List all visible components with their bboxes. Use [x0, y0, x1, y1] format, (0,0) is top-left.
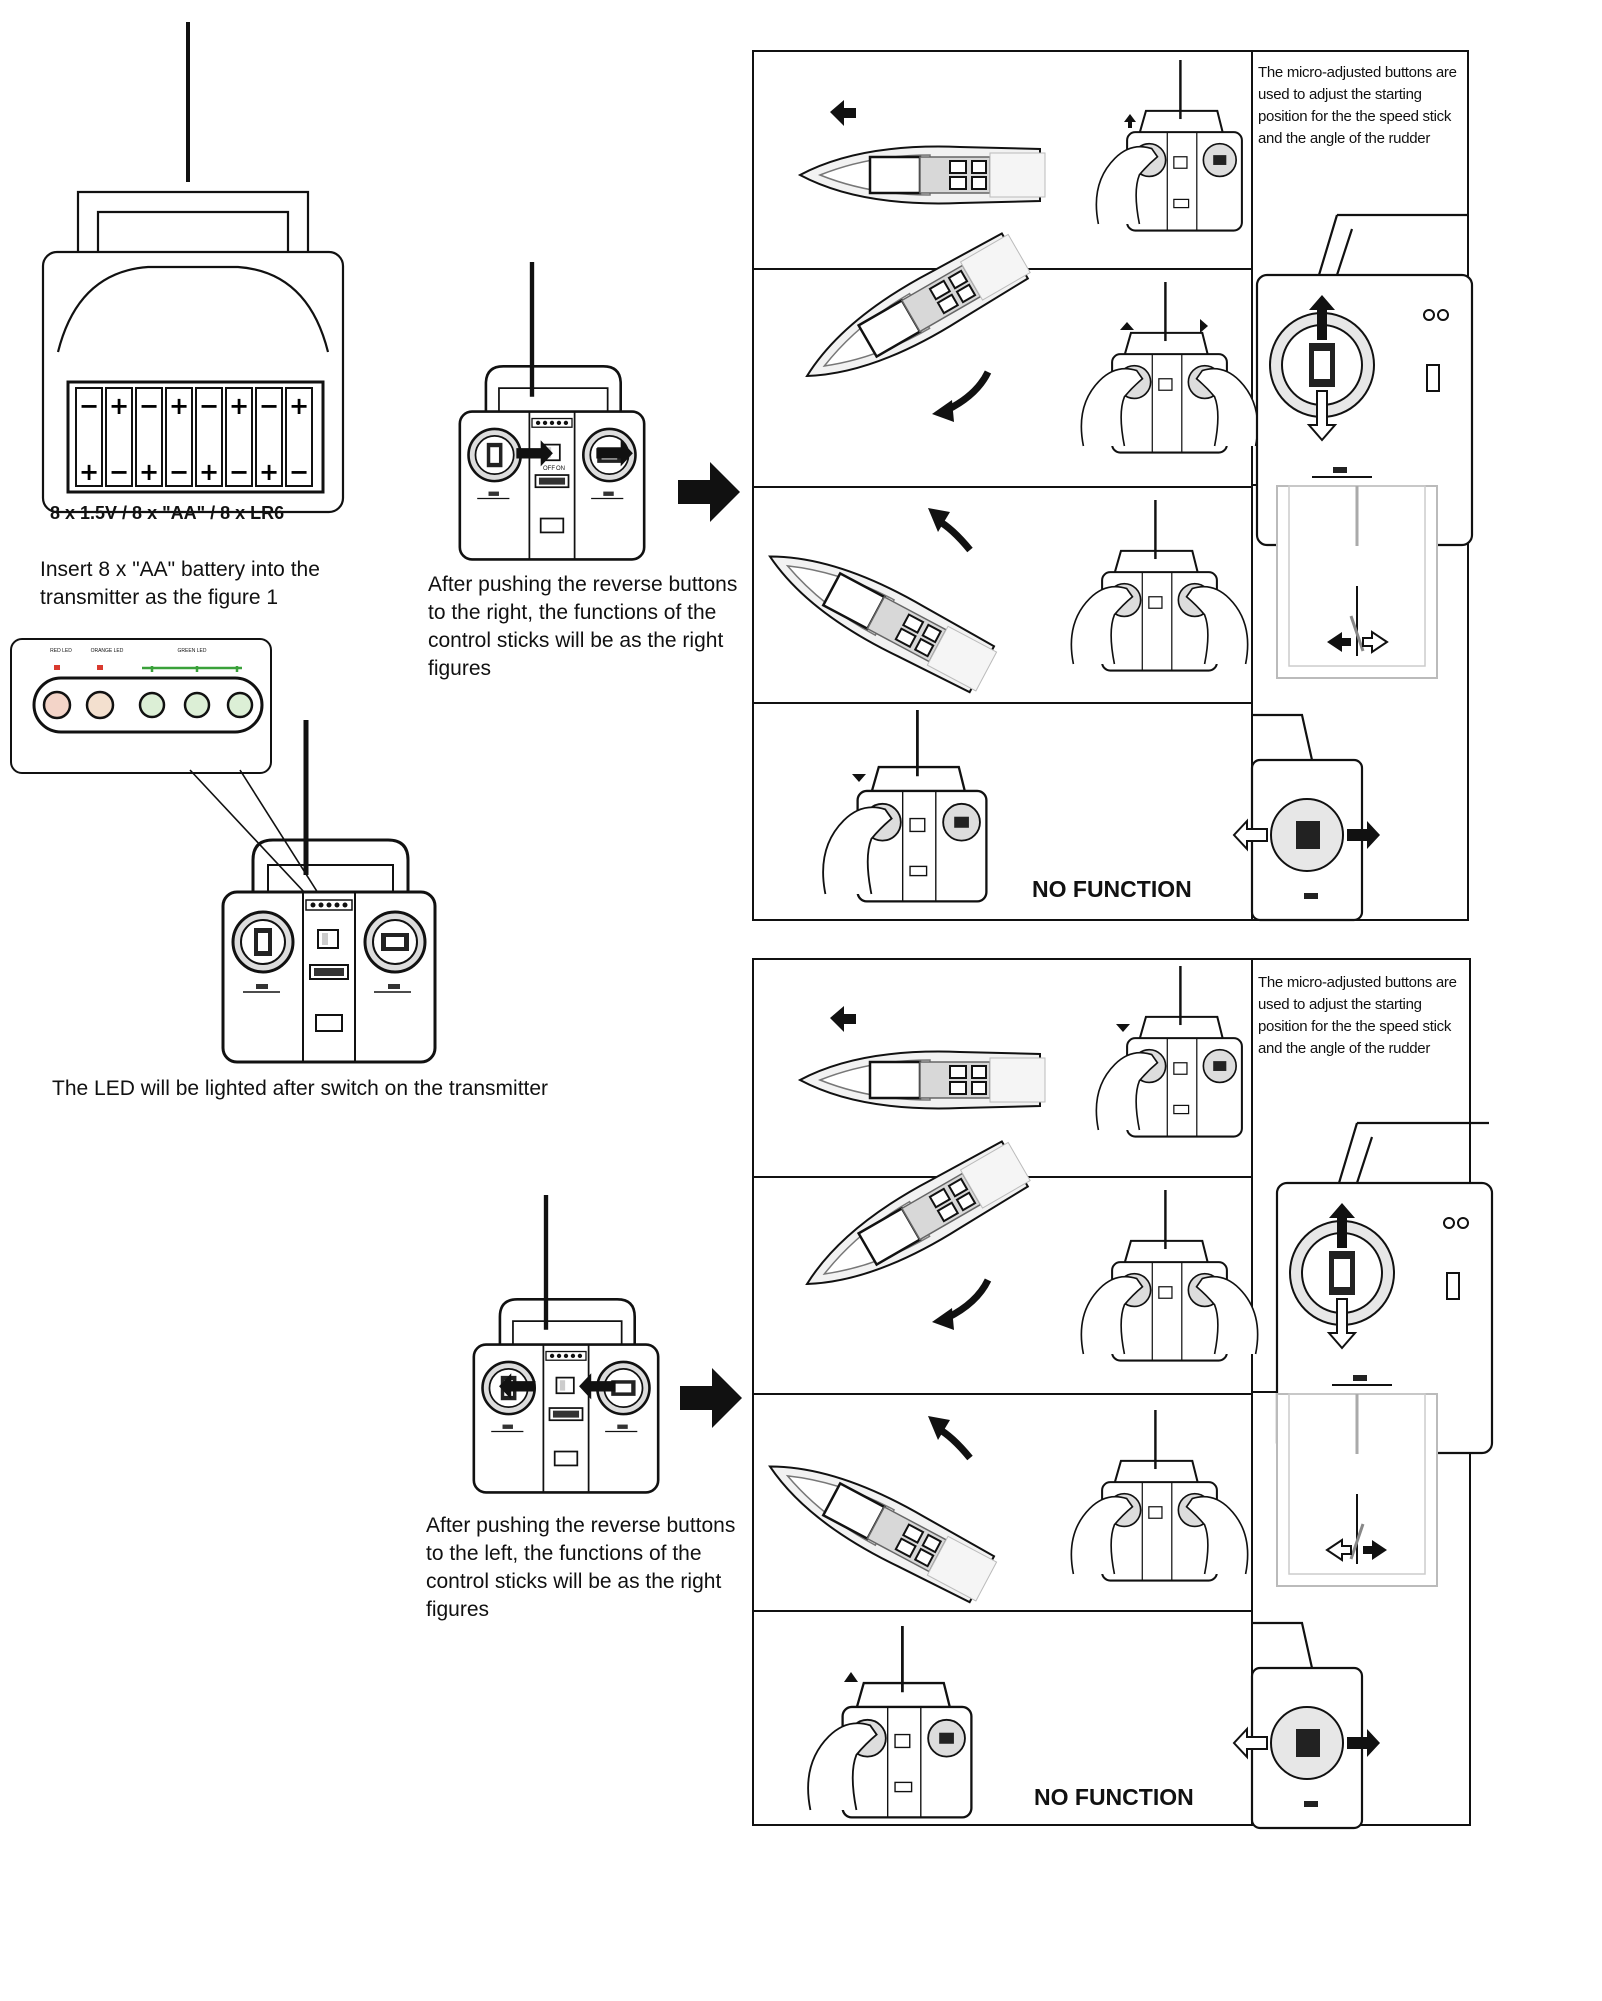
svg-text:+: +: [109, 392, 129, 420]
battery-spec: 8 x 1.5V / 8 x "AA" / 8 x LR6: [50, 503, 285, 523]
svg-text:−: −: [139, 392, 159, 420]
svg-text:−: −: [199, 392, 219, 420]
no-function-2: NO FUNCTION: [1034, 1784, 1194, 1810]
battery-compartment-illustration: −++−−++−−++−−++−: [41, 22, 345, 514]
battery-cell: [285, 387, 313, 487]
green-led-1: [138, 691, 166, 719]
red-led-label: RED LED: [50, 648, 72, 654]
led-caption: The LED will be lighted after switch on …: [52, 1077, 549, 1100]
battery-cell: [75, 387, 103, 487]
green-led-3: [226, 691, 254, 719]
battery-cell: [165, 387, 193, 487]
micro-adjust-note-2: The micro-adjusted buttons are used to a…: [1258, 974, 1457, 1057]
transmitter-reverse-right: [452, 262, 652, 562]
transmitter-with-leds: [218, 720, 440, 1065]
svg-text:+: +: [79, 458, 99, 486]
svg-text:+: +: [289, 392, 309, 420]
grid-2-drawings: [755, 964, 1494, 1830]
svg-text:+: +: [259, 458, 279, 486]
svg-text:−: −: [229, 458, 249, 486]
switch-on-label: ON: [556, 466, 565, 472]
svg-text:−: −: [79, 392, 99, 420]
switch-off-label: OFF: [543, 466, 555, 472]
battery-cell: [225, 387, 253, 487]
svg-text:+: +: [139, 458, 159, 486]
orange-led: [85, 690, 115, 720]
no-function-1: NO FUNCTION: [1032, 876, 1192, 902]
svg-text:+: +: [199, 458, 219, 486]
battery-cell: [255, 387, 283, 487]
grid-1-drawings: [755, 58, 1474, 922]
svg-text:+: +: [229, 392, 249, 420]
micro-adjust-note-1: The micro-adjusted buttons are used to a…: [1258, 64, 1457, 147]
svg-text:−: −: [259, 392, 279, 420]
transmitter-reverse-left: [466, 1195, 666, 1495]
big-arrow-right-2: [680, 1368, 742, 1428]
svg-text:+: +: [169, 392, 189, 420]
green-led-2: [183, 691, 211, 719]
green-led-label: GREEN LED: [177, 648, 207, 654]
big-arrow-right-1: [678, 462, 740, 522]
orange-led-label: ORANGE LED: [90, 648, 124, 654]
led-callout: RED LED ORANGE LED GREEN LED: [10, 638, 272, 774]
red-led: [42, 690, 72, 720]
svg-text:−: −: [109, 458, 129, 486]
battery-instruction: Insert 8 x "AA" battery into the transmi…: [40, 558, 320, 609]
battery-cell: [105, 387, 133, 487]
caption-reverse-right: After pushing the reverse buttons to the…: [428, 573, 738, 680]
caption-reverse-left: After pushing the reverse buttons to the…: [426, 1514, 736, 1621]
svg-text:−: −: [289, 458, 309, 486]
battery-cell: [135, 387, 163, 487]
battery-cell: [195, 387, 223, 487]
svg-text:−: −: [169, 458, 189, 486]
